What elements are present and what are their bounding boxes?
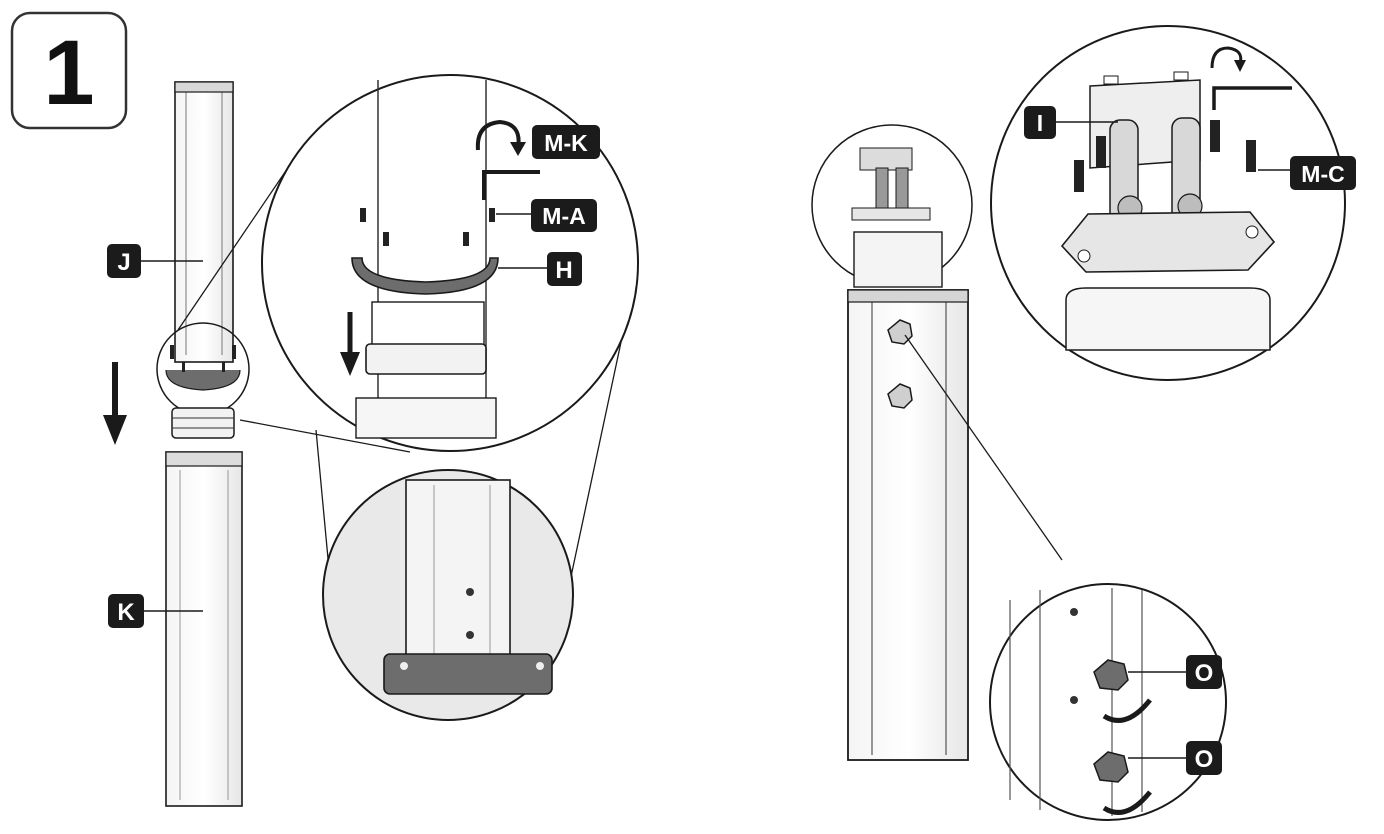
lower-pole-k [165, 451, 243, 807]
pole-collar [171, 407, 235, 439]
label-o-lower: O [1128, 741, 1222, 775]
zoom-circle-bracket [261, 74, 639, 452]
post-top-circle [811, 124, 973, 288]
label-o-upper-text: O [1195, 660, 1214, 687]
zoom-circle-knobs [989, 583, 1227, 821]
label-m-k: M-K [532, 125, 600, 159]
label-m-k-text: M-K [544, 130, 588, 156]
label-h-text: H [555, 257, 572, 284]
label-i-text: I [1037, 110, 1043, 136]
label-j: J [107, 244, 203, 278]
step-number: 1 [43, 22, 94, 124]
zoom-connector-lines [177, 149, 631, 601]
label-m-a-text: M-A [542, 203, 585, 229]
label-i: I [1024, 106, 1118, 139]
down-arrow-icon [103, 362, 127, 445]
label-o-upper: O [1128, 655, 1222, 689]
label-h: H [498, 252, 582, 286]
label-m-a: M-A [496, 199, 597, 232]
label-m-c: M-C [1258, 156, 1356, 190]
label-j-text: J [117, 249, 130, 276]
zoom-connector-lines-right [904, 334, 1063, 561]
label-k: K [108, 594, 203, 628]
step-number-box: 1 [10, 11, 128, 130]
zoom-circle-mount [990, 25, 1346, 381]
main-post [847, 289, 969, 761]
upper-pole-j [174, 81, 234, 363]
zoom-circle-post [322, 469, 574, 721]
label-k-text: K [117, 599, 135, 626]
label-m-c-text: M-C [1301, 161, 1344, 187]
label-o-lower-text: O [1195, 746, 1214, 773]
